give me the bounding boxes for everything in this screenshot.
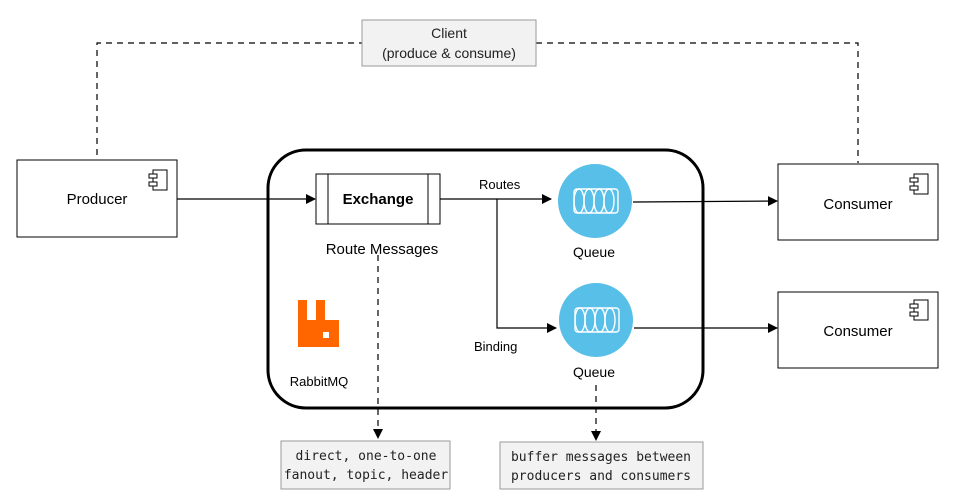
queue1-to-consumer1-arrow xyxy=(632,196,778,207)
exchange-types-line2: fanout, topic, header xyxy=(284,468,449,483)
queue-1-label: Queue xyxy=(573,244,615,260)
queue-2-label: Queue xyxy=(573,364,615,380)
exchange-box: Exchange xyxy=(315,173,441,225)
binding-arrow xyxy=(496,199,557,333)
client-label: Client xyxy=(431,25,467,41)
queue-icon xyxy=(574,307,620,333)
broker-name: RabbitMQ xyxy=(290,374,349,389)
binding-label: Binding xyxy=(474,339,517,354)
component-icon xyxy=(148,169,168,191)
component-icon xyxy=(909,173,929,195)
client-sublabel: (produce & consume) xyxy=(382,45,516,61)
exchange-label: Exchange xyxy=(343,191,414,208)
queue-purpose-note: buffer messages between producers and co… xyxy=(499,441,704,490)
queue-icon xyxy=(573,188,619,214)
queue-purpose-line2: producers and consumers xyxy=(511,469,691,484)
broker-container xyxy=(266,148,705,410)
queue-2 xyxy=(559,283,633,357)
consumer-2-label: Consumer xyxy=(823,323,892,340)
exchange-types-line1: direct, one-to-one xyxy=(296,449,437,464)
exchange-types-note: direct, one-to-one fanout, topic, header xyxy=(280,440,451,490)
queue-1 xyxy=(558,164,632,238)
producer-label: Producer xyxy=(67,191,128,208)
client-dashed-connector xyxy=(96,42,859,163)
consumer-1-label: Consumer xyxy=(823,196,892,213)
component-icon xyxy=(909,299,929,321)
queue-purpose-line1: buffer messages between xyxy=(511,450,691,465)
exchange-caption: Route Messages xyxy=(326,241,439,258)
routes-label: Routes xyxy=(479,177,521,192)
consumer-box-1: Consumer xyxy=(777,163,939,241)
consumer-box-2: Consumer xyxy=(777,291,939,369)
producer-box: Producer xyxy=(16,159,178,238)
client-box: Client (produce & consume) xyxy=(361,19,537,67)
rabbitmq-logo-icon xyxy=(298,300,339,347)
